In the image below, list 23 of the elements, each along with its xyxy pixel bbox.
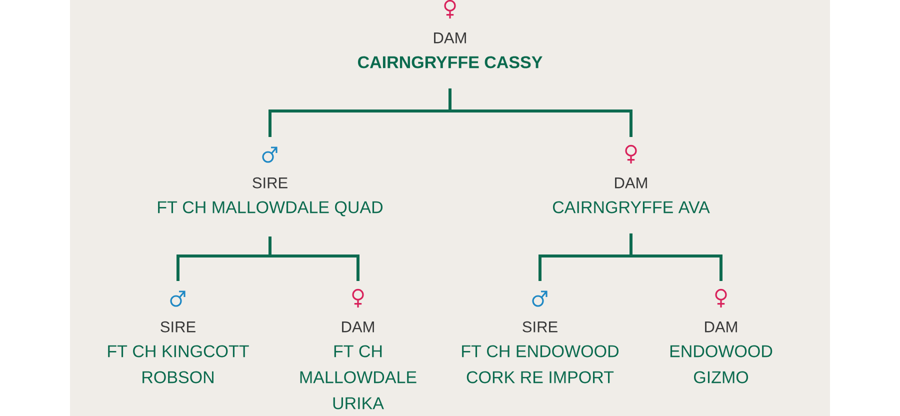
role-label: DAM xyxy=(705,322,737,332)
connector-line xyxy=(538,254,631,281)
dog-name: CAIRNGRYFFE CASSY xyxy=(358,56,542,68)
connector-line xyxy=(268,236,272,256)
role-label: SIRE xyxy=(252,177,288,188)
dog-name: FT CH KINGCOTT ROBSON xyxy=(108,345,249,384)
dog-name: FT CH ENDOWOOD CORK RE IMPORT xyxy=(462,345,618,384)
dog-name: FT CH MALLOWDALE URIKA xyxy=(300,345,416,410)
connector-line xyxy=(630,233,632,256)
connector-line xyxy=(448,88,452,111)
connector-line xyxy=(270,254,360,281)
connector-line xyxy=(450,110,632,137)
role-label: SIRE xyxy=(160,321,196,332)
connector-line xyxy=(176,254,270,281)
role-label: SIRE xyxy=(522,321,558,332)
role-label: DAM xyxy=(434,32,466,44)
dog-name: CAIRNGRYFFE AVA xyxy=(553,201,710,214)
connector-line xyxy=(631,254,722,281)
connector-line xyxy=(268,110,450,137)
role-label: DAM xyxy=(342,322,374,332)
dog-name: ENDOWOOD GIZMO xyxy=(670,345,772,384)
role-label: DAM xyxy=(615,178,647,188)
dog-name: FT CH MALLOWDALE QUAD xyxy=(158,201,383,216)
